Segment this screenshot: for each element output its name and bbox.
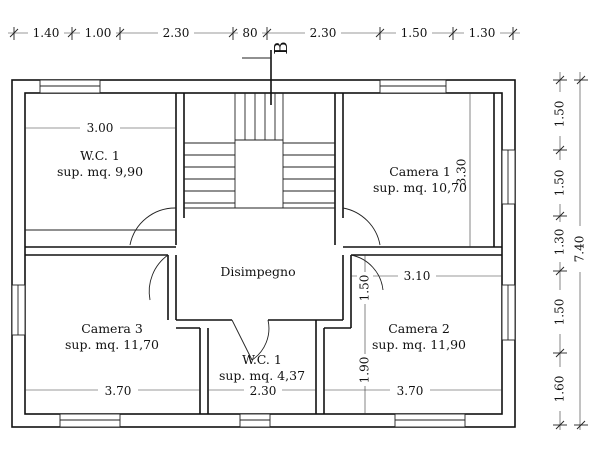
- dim-wc2-width: 2.30: [250, 384, 277, 398]
- top-dim-6: 1.50: [401, 26, 428, 40]
- top-dim-7: 1.30: [469, 26, 496, 40]
- right-dim-3: 1.30: [553, 229, 567, 256]
- camera3-area: sup. mq. 11,70: [65, 337, 159, 352]
- top-dim-1: 1.40: [33, 26, 60, 40]
- camera2-area: sup. mq. 11,90: [372, 337, 466, 352]
- windows: [11, 79, 516, 428]
- dim-camera1-height: 3.30: [455, 159, 469, 186]
- right-dim-2: 1.50: [553, 170, 567, 197]
- right-dim-4: 1.50: [553, 299, 567, 326]
- staircase: [184, 93, 335, 209]
- wc1-name: W.C. 1: [80, 148, 120, 163]
- top-dim-5: 2.30: [310, 26, 337, 40]
- dim-camera3-width: 3.70: [105, 384, 132, 398]
- wc2-name: W.C. 1: [242, 352, 282, 367]
- right-dim-1: 1.50: [553, 101, 567, 128]
- dim-camera2-width-bottom: 3.70: [397, 384, 424, 398]
- inner-dimension-labels: 3.00 3.30 3.10 1.50 1.90 3.70 2.30 3.70: [80, 120, 469, 398]
- top-dim-3: 2.30: [163, 26, 190, 40]
- section-mark: B: [242, 41, 292, 105]
- right-dim-5: 1.60: [553, 376, 567, 403]
- wc1-area: sup. mq. 9,90: [57, 164, 143, 179]
- dim-camera2-width: 3.10: [404, 269, 431, 283]
- section-mark-label: B: [271, 41, 292, 54]
- top-dimension-line: 1.40 1.00 2.30 80 2.30 1.50 1.30: [8, 25, 520, 41]
- right-dimension-lines: 1.50 1.50 1.30 1.50 1.60 7.40: [552, 72, 588, 430]
- room-labels: W.C. 1 sup. mq. 9,90 Camera 1 sup. mq. 1…: [57, 148, 467, 383]
- disimpegno-name: Disimpegno: [220, 264, 295, 279]
- right-dim-total: 7.40: [573, 236, 587, 263]
- camera1-name: Camera 1: [389, 164, 451, 179]
- wc2-area: sup. mq. 4,37: [219, 368, 305, 383]
- top-dim-2: 1.00: [85, 26, 112, 40]
- camera2-name: Camera 2: [388, 321, 450, 336]
- dim-corridor-height: 1.50: [358, 275, 372, 302]
- door-swings: [129, 207, 384, 361]
- camera3-name: Camera 3: [81, 321, 143, 336]
- dim-wc1-width: 3.00: [87, 121, 114, 135]
- camera1-area: sup. mq. 10,70: [373, 180, 467, 195]
- top-dim-4: 80: [242, 26, 257, 40]
- dim-camera2-height: 1.90: [358, 357, 372, 384]
